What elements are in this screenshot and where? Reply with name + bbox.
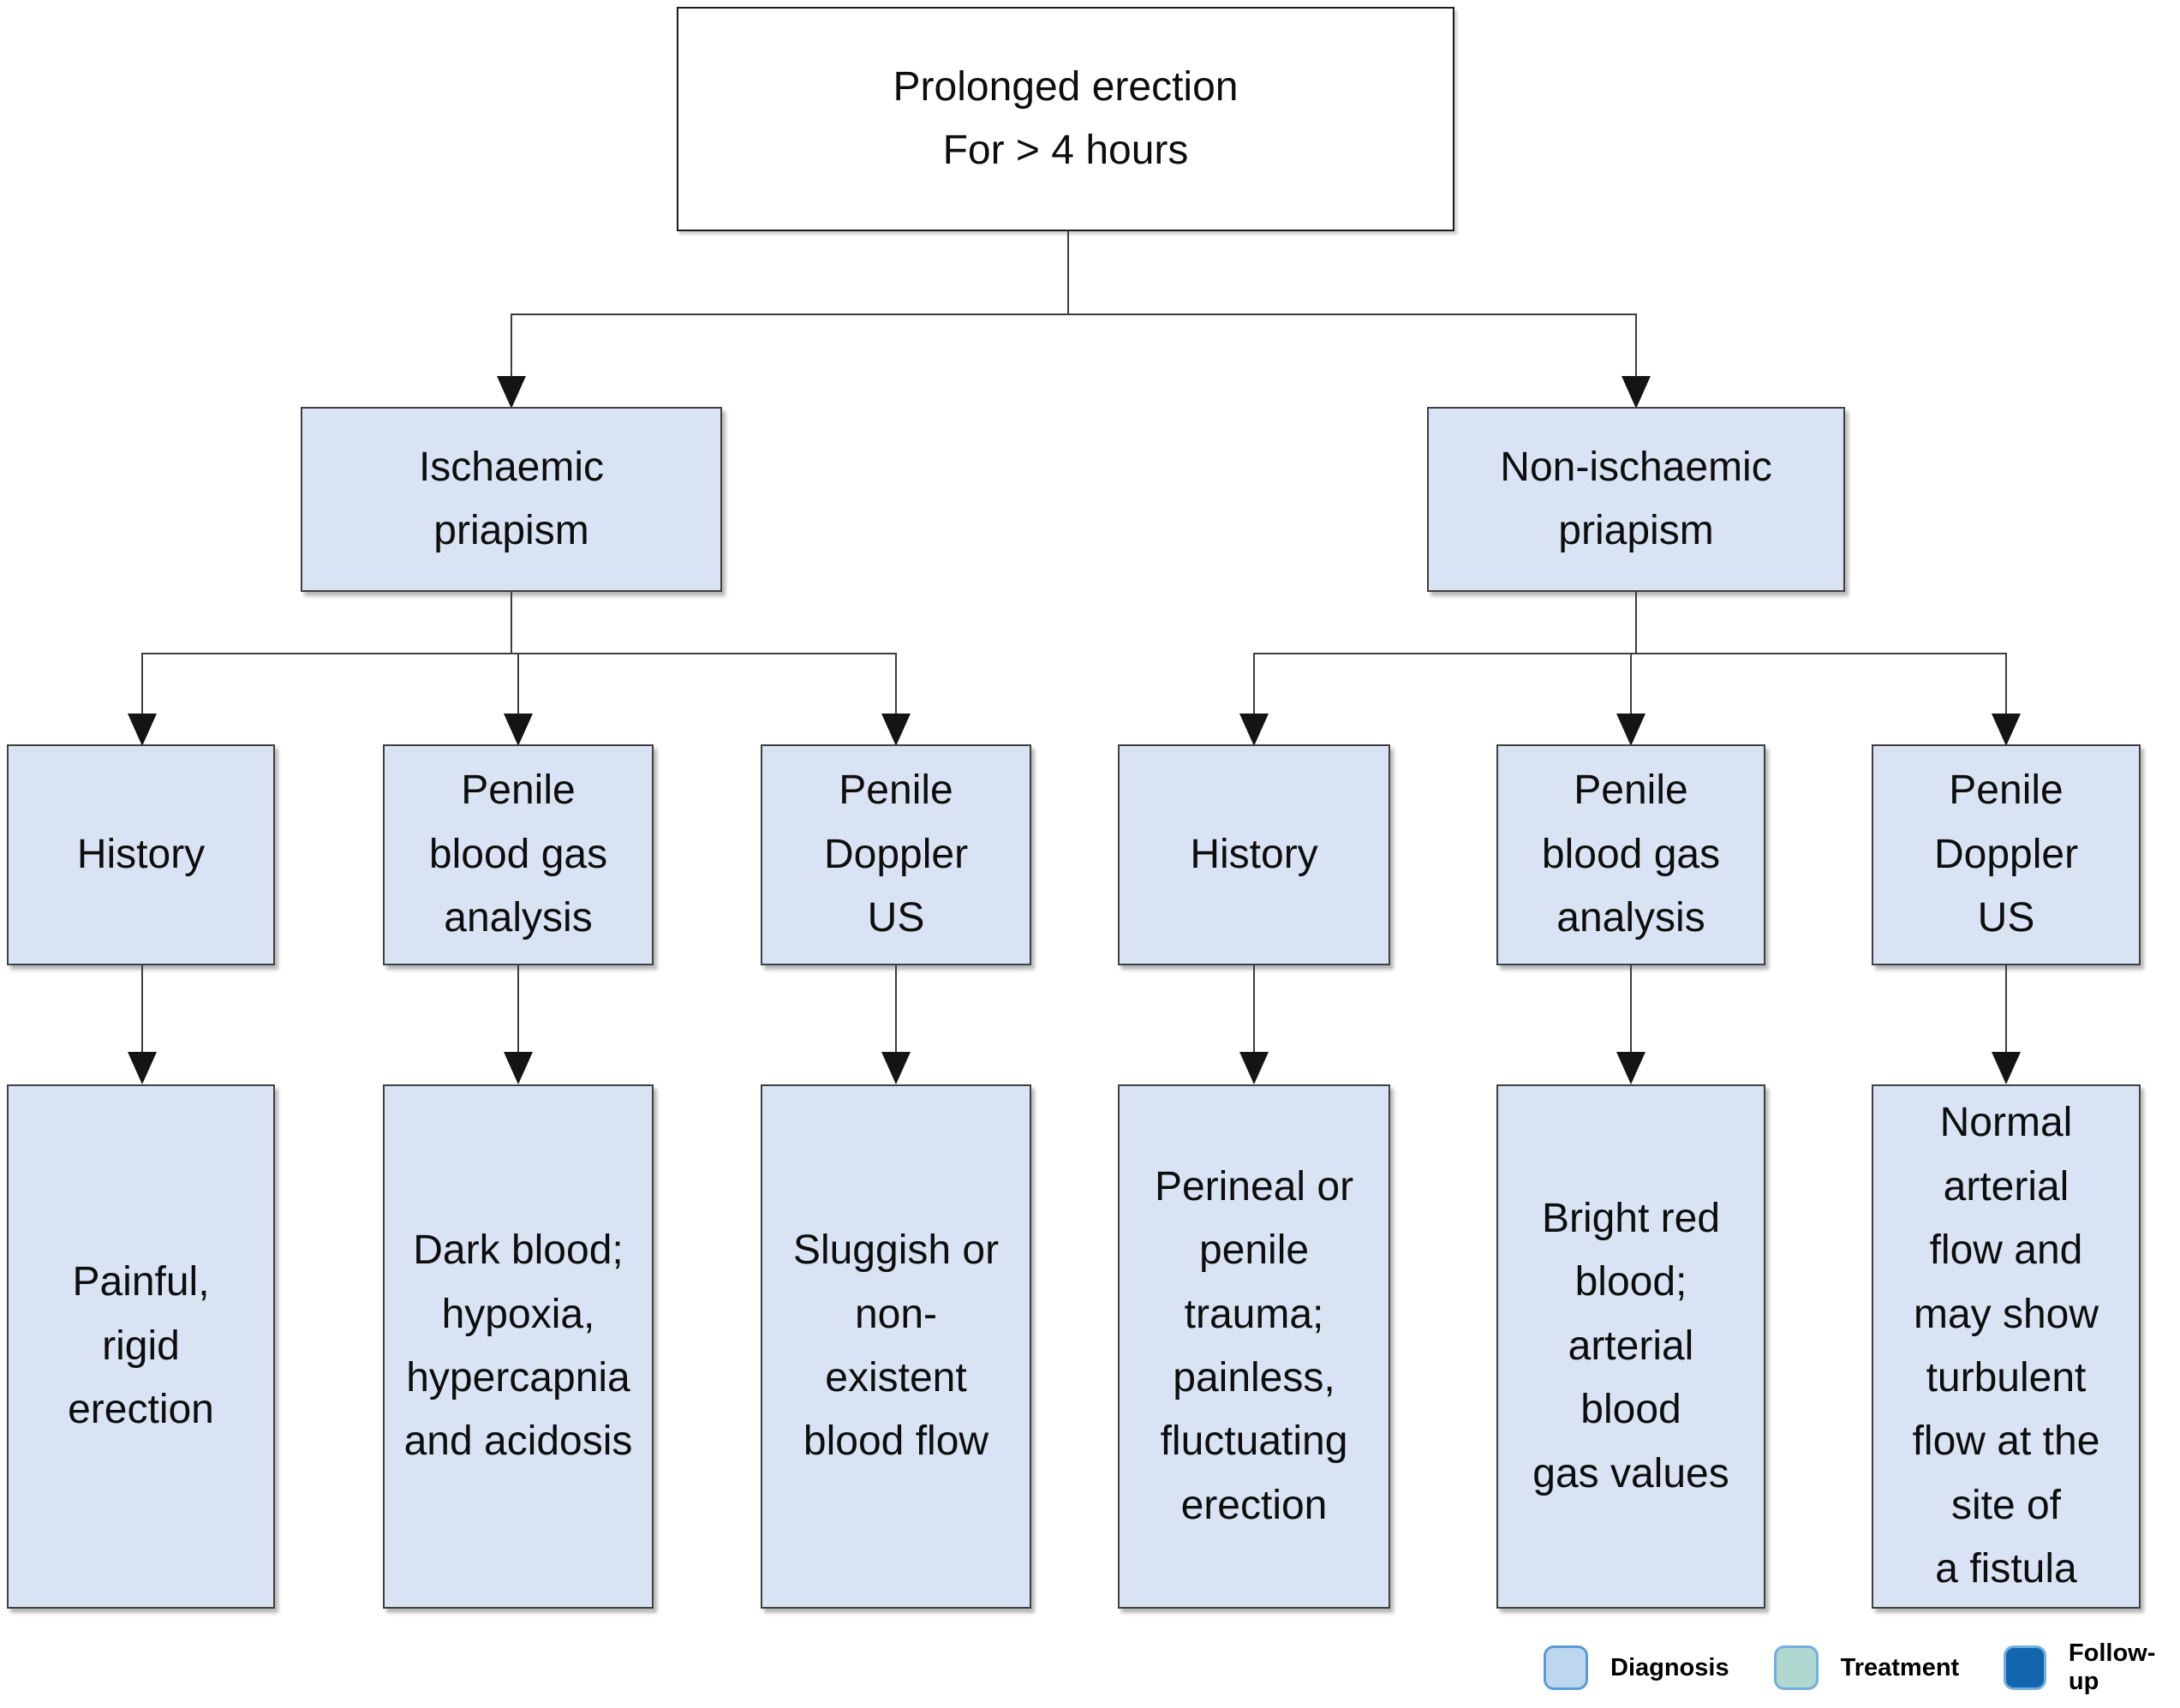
connector-drop-doppler-right [2005,653,2007,714]
arrow-down-icon [1616,714,1645,746]
connector-drop-history-left [141,653,143,714]
connector-finding-6 [2005,965,2007,1054]
node-non-ischaemic-history: History [1118,744,1390,965]
arrow-down-icon [1622,376,1651,409]
node-ischaemic-doppler: Penile Doppler US [761,744,1031,965]
node-prolonged-erection: Prolonged erection For > 4 hours [677,7,1454,231]
connector-finding-5 [1630,965,1632,1054]
legend-item-diagnosis: Diagnosis [1544,1645,1729,1690]
arrow-down-icon [1992,714,2021,746]
connector-drop-bloodgas-left [517,653,519,714]
connector-root-crossbar [511,314,1637,315]
arrow-down-icon [504,1052,533,1084]
connector-finding-3 [895,965,897,1054]
connector-root-stem [1067,231,1069,315]
legend-label-follow-up: Follow-up [2068,1639,2156,1695]
node-finding-bright-red-blood: Bright red blood; arterial blood gas val… [1496,1084,1765,1609]
arrow-down-icon [881,1052,911,1084]
treatment-swatch-icon [1773,1645,1819,1690]
arrow-down-icon [1616,1052,1645,1084]
connector-drop-ischaemic [511,314,512,378]
connector-finding-1 [141,965,143,1054]
legend-item-follow-up: Follow-up [2004,1639,2180,1696]
connector-ischaemic-stem [511,592,512,654]
arrow-down-icon [504,714,533,746]
connector-drop-history-right [1253,653,1255,714]
arrow-down-icon [881,714,911,746]
arrow-down-icon [128,714,157,746]
connector-drop-bloodgas-right [1630,653,1632,714]
connector-non-ischaemic-stem [1635,592,1637,654]
node-finding-sluggish-flow: Sluggish or non- existent blood flow [761,1084,1031,1609]
follow-up-swatch-icon [2004,1645,2046,1690]
connector-finding-2 [517,965,519,1054]
arrow-down-icon [1992,1052,2021,1084]
arrow-down-icon [1239,1052,1269,1084]
node-finding-perineal-trauma: Perineal or penile trauma; painless, flu… [1118,1084,1390,1609]
node-ischaemic-blood-gas: Penile blood gas analysis [383,744,654,965]
connector-drop-doppler-left [895,653,897,714]
connector-non-ischaemic-crossbar [1253,653,2006,654]
legend-label-diagnosis: Diagnosis [1610,1653,1729,1681]
node-ischaemic-priapism: Ischaemic priapism [301,407,722,592]
diagnosis-swatch-icon [1544,1645,1588,1690]
legend-item-treatment: Treatment [1773,1645,1960,1690]
legend: Diagnosis Treatment Follow-up [1544,1639,2180,1696]
node-finding-dark-blood: Dark blood; hypoxia, hypercapnia and aci… [383,1084,654,1609]
arrow-down-icon [497,376,526,409]
arrow-down-icon [1239,714,1269,746]
arrow-down-icon [128,1052,157,1084]
legend-label-treatment: Treatment [1840,1653,1960,1681]
node-non-ischaemic-blood-gas: Penile blood gas analysis [1496,744,1765,965]
connector-finding-4 [1253,965,1255,1054]
node-non-ischaemic-doppler: Penile Doppler US [1872,744,2141,965]
connector-drop-non-ischaemic [1635,314,1637,378]
node-finding-normal-arterial-flow: Normal arterial flow and may show turbul… [1872,1084,2141,1609]
node-non-ischaemic-priapism: Non-ischaemic priapism [1427,407,1845,592]
node-ischaemic-history: History [7,744,275,965]
node-finding-painful-rigid-erection: Painful, rigid erection [7,1084,275,1609]
